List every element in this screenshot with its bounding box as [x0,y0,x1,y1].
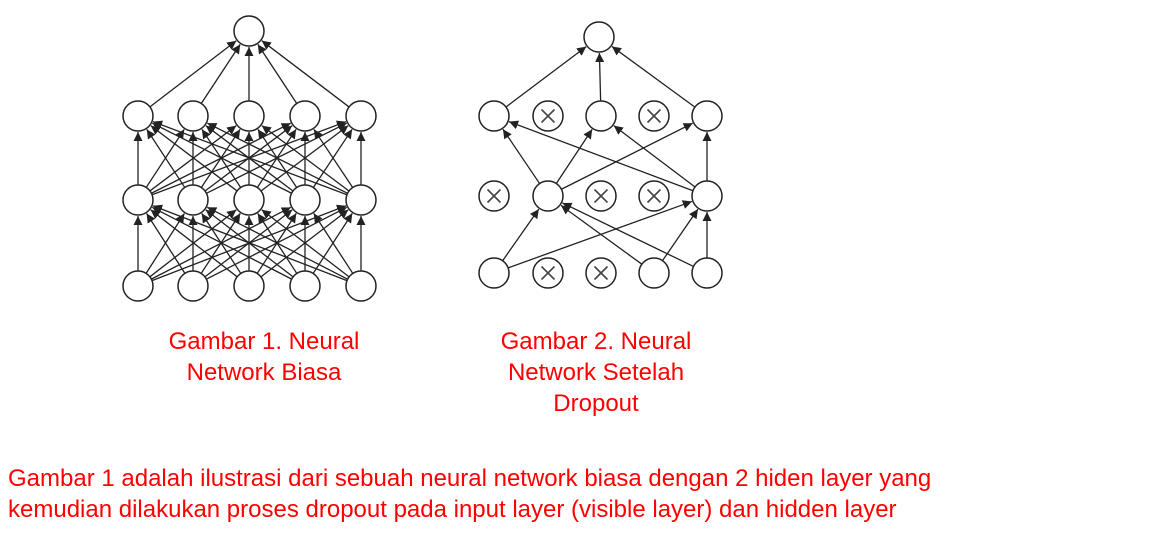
connection-arrow [207,122,348,194]
description-paragraph: Gambar 1 adalah ilustrasi dari sebuah ne… [8,463,931,525]
connection-arrow [595,52,605,102]
connection-arrow [152,122,292,194]
neuron-node [122,184,154,216]
connection-arrow [661,208,699,262]
neuron-node [233,270,265,302]
connection-arrow [508,120,694,192]
neuron-node [345,270,377,302]
connection-arrow [200,44,241,104]
neuron-node [691,257,723,289]
dropout-cross-mark [646,188,662,204]
dropout-cross-mark [540,108,556,124]
neuron-node [691,100,723,132]
neuron-node [233,15,265,47]
neuron-node [233,100,265,132]
connection-arrow [151,206,292,280]
dropout-cross-mark [593,265,609,281]
figure2-caption: Gambar 2. Neural Network Setelah Dropout [461,326,731,419]
neuron-node [478,257,510,289]
connection-arrow [152,120,348,196]
figure2-caption-line: Network Setelah [507,359,685,386]
neuron-node [233,184,265,216]
connection-arrow [555,128,593,184]
dropout-cross-mark [646,108,662,124]
dropout-cross-mark [540,265,556,281]
neuron-node [345,184,377,216]
connection-arrow [313,213,354,274]
neuron-node [583,21,615,53]
dropout-cross-mark [593,188,609,204]
connection-arrow [152,204,348,282]
connection-arrow [507,200,693,269]
figure1-caption-line: Network Biasa [186,359,342,386]
dropout-network-diagram [478,21,723,289]
connection-arrow [561,122,693,190]
connection-arrow [611,45,696,108]
description-line: kemudian dilakukan proses dropout pada i… [8,496,897,523]
neuron-node [177,184,209,216]
connection-arrow [313,128,354,188]
neuron-node [122,100,154,132]
neuron-node [289,100,321,132]
figure2-caption-line: Dropout [553,390,639,417]
figure2-caption-line: Gambar 2. Neural [500,328,692,355]
connection-arrow [146,129,186,188]
neuron-node [177,270,209,302]
connection-arrow [206,206,348,280]
figure1-caption: Gambar 1. Neural Network Biasa [129,326,399,388]
connection-arrow [261,209,350,278]
connection-arrow [261,40,350,108]
connection-arrow [505,46,587,108]
neuron-node [289,270,321,302]
connection-arrow [562,202,694,268]
neuron-node [177,100,209,132]
description-line: Gambar 1 adalah ilustrasi dari sebuah ne… [8,465,932,492]
connection-arrow [150,209,238,278]
connection-arrow [261,125,350,192]
neuron-node [122,270,154,302]
connection-arrow [613,125,696,188]
neuron-node [638,257,670,289]
connection-arrow [560,204,643,265]
neuron-node [532,180,564,212]
dropout-cross-mark [486,188,502,204]
connection-arrow [502,208,540,262]
connection-arrow [502,128,541,184]
connection-arrow [146,213,186,274]
neuron-node [585,100,617,132]
neuron-node [478,100,510,132]
connection-arrow [257,44,298,104]
neuron-node [289,184,321,216]
standard-network-diagram [122,15,377,302]
neuron-node [345,100,377,132]
figure1-caption-line: Gambar 1. Neural [168,328,360,355]
neuron-node [691,180,723,212]
connection-arrow [149,40,237,108]
connection-arrow [150,125,238,192]
